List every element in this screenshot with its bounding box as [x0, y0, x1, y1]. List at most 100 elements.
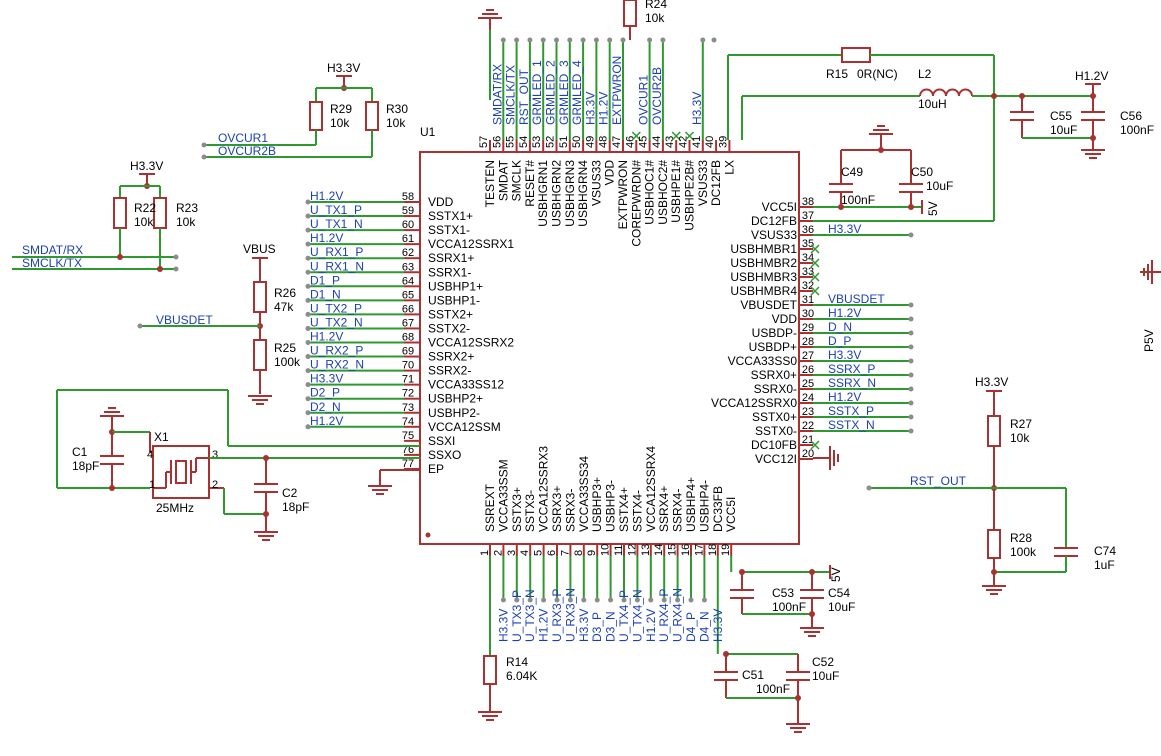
pin-name-usbhmbr4: USBHMBR4 — [730, 284, 797, 298]
pin-name-sstx1: SSTX1+ — [428, 209, 473, 223]
r29-supply-label: H3.3V — [327, 61, 360, 75]
r24-value: 10k — [645, 11, 665, 25]
net-label-u-tx2-p: U_TX2_P — [310, 301, 362, 315]
pin-num-16: 16 — [680, 544, 692, 556]
pin-name-usbhp3: USBHP3- — [604, 480, 618, 532]
pin-name-vdd: VDD — [772, 312, 798, 326]
pin-num-29: 29 — [802, 322, 814, 334]
net-label-d4-n: D4_N — [697, 611, 711, 642]
pin-name-ssrx1: SSRX1+ — [428, 251, 474, 265]
net-label-d3-p: D3_P — [590, 612, 604, 642]
r26-resistor — [253, 281, 267, 313]
pin-name-smdat: SMDAT — [496, 159, 510, 201]
ground-symbol-c1 — [100, 407, 124, 432]
u1-top-pins: 57TESTEN56SMDATSMDAT/RX55SMCLKSMCLK/TX54… — [478, 37, 736, 247]
pin-name-usbhmbr3: USBHMBR3 — [730, 270, 797, 284]
pin-name-usbhoc1: USBHOC1# — [643, 160, 657, 225]
r15-resistor — [841, 47, 871, 63]
r22-resistor — [113, 197, 127, 229]
pin-num-36: 36 — [802, 224, 814, 236]
pin-num-31: 31 — [802, 294, 814, 306]
pin-num-68: 68 — [402, 332, 414, 344]
pin-num-54: 54 — [518, 136, 530, 148]
pin-name-vcc5i: VCC5I — [762, 200, 797, 214]
net-label-ssrx-p: SSRX_P — [828, 362, 875, 376]
pin-num-56: 56 — [491, 136, 503, 148]
pin-name-vdd: VDD — [603, 160, 617, 186]
r28-value: 100k — [1010, 545, 1037, 559]
r27-supply-label: H3.3V — [975, 375, 1008, 389]
pin-name-vcca12ssrx1: VCCA12SSRX1 — [428, 237, 514, 251]
pin-num-64: 64 — [402, 275, 414, 287]
pin-name-usbhmbr1: USBHMBR1 — [730, 242, 797, 256]
pin-num-5: 5 — [533, 550, 545, 556]
pin-num-61: 61 — [402, 233, 414, 245]
pin-name-extpwron: EXTPWRON — [616, 160, 630, 229]
c49-ref: C49 — [841, 165, 863, 179]
c52-value: 10uF — [812, 669, 839, 683]
ground-symbol-vcc12i — [813, 446, 839, 470]
pin-num-18: 18 — [707, 544, 719, 556]
x1-pin4-label: 4 — [147, 449, 153, 461]
x1-pin2-label: 2 — [212, 479, 218, 491]
pin-name-ssxo: SSXO — [428, 448, 461, 462]
pin-name-dc33fb: DC33FB — [711, 486, 725, 532]
pin-num-15: 15 — [667, 544, 679, 556]
l2-ref: L2 — [918, 67, 932, 81]
pin-name-ssrx4: SSRX4- — [671, 489, 685, 532]
c74-ref: C74 — [1094, 544, 1116, 558]
net-label-h1-2v: H1.2V — [310, 330, 343, 344]
pin-num-21: 21 — [802, 434, 814, 446]
5v-label-c50: 5V — [926, 201, 940, 216]
pin-name-usbhgrn2: USBHGRN2 — [550, 160, 564, 227]
net-label-d2-n: D2_N — [310, 400, 341, 414]
pin-name-sstx4: SSTX4+ — [617, 487, 631, 532]
ground-symbol-c56 — [1081, 149, 1105, 159]
p5v-label: P5V — [1142, 329, 1156, 352]
pin-name-testen: TESTEN — [483, 160, 497, 207]
net-label-ssrx-n: SSRX_N — [828, 376, 876, 390]
ovcur2b-net-label: OVCUR2B — [218, 144, 276, 158]
pin-num-34: 34 — [802, 252, 814, 264]
pin-num-45: 45 — [638, 136, 650, 148]
pin-num-24: 24 — [802, 392, 814, 404]
h12-supply-label: H1.2V — [1075, 69, 1108, 83]
pin-name-vcca12ssrx2: VCCA12SSRX2 — [428, 336, 514, 350]
pin-num-57: 57 — [478, 136, 490, 148]
r30-ref: R30 — [386, 102, 408, 116]
net-label-u-tx1-n: U_TX1_N — [310, 217, 363, 231]
net-label-d3-n: D3_N — [604, 611, 618, 642]
pin-name-vcca33ss0: VCCA33SS0 — [728, 354, 798, 368]
net-label-u-rx2-p: U_RX2_P — [310, 344, 363, 358]
r22-ref: R22 — [134, 201, 156, 215]
pin-name-vcca12ssrx4: VCCA12SSRX4 — [644, 446, 658, 532]
pin-name-vcca12ssrx0: VCCA12SSRX0 — [711, 396, 797, 410]
u1-ref: U1 — [420, 125, 436, 139]
net-label-h1-2v: H1.2V — [828, 390, 861, 404]
r27-ref: R27 — [1010, 417, 1032, 431]
c49-value: 100nF — [841, 193, 875, 207]
c55-value: 10uF — [1050, 123, 1077, 137]
net-label-d4-p: D4_P — [684, 612, 698, 642]
c1-ref: C1 — [72, 445, 88, 459]
c53-ref: C53 — [772, 586, 794, 600]
net-label-h1-2v: H1.2V — [828, 306, 861, 320]
net-label-d1-p: D1_P — [310, 273, 340, 287]
pin-num-53: 53 — [531, 136, 543, 148]
net-label-u-rx2-n: U_RX2_N — [310, 358, 364, 372]
pin-name-vbusdet: VBUSDET — [740, 298, 797, 312]
pin-name-usbhgrn1: USBHGRN1 — [536, 160, 550, 227]
c54-ref: C54 — [828, 586, 850, 600]
pin-name-vdd: VDD — [428, 195, 454, 209]
pin-num-39: 39 — [717, 136, 729, 148]
u1-pin1-marker — [425, 532, 431, 538]
pin-num-66: 66 — [402, 303, 414, 315]
pin-name-dc12fb: DC12FB — [709, 160, 723, 206]
ground-symbol-r28 — [982, 585, 1006, 595]
pin-name-ssrx2: SSRX2+ — [428, 350, 474, 364]
net-label-grmled-3: GRMLED_3 — [557, 60, 571, 125]
x1-crystal-body — [152, 445, 210, 499]
5v-label-c54: 5V — [829, 567, 843, 582]
